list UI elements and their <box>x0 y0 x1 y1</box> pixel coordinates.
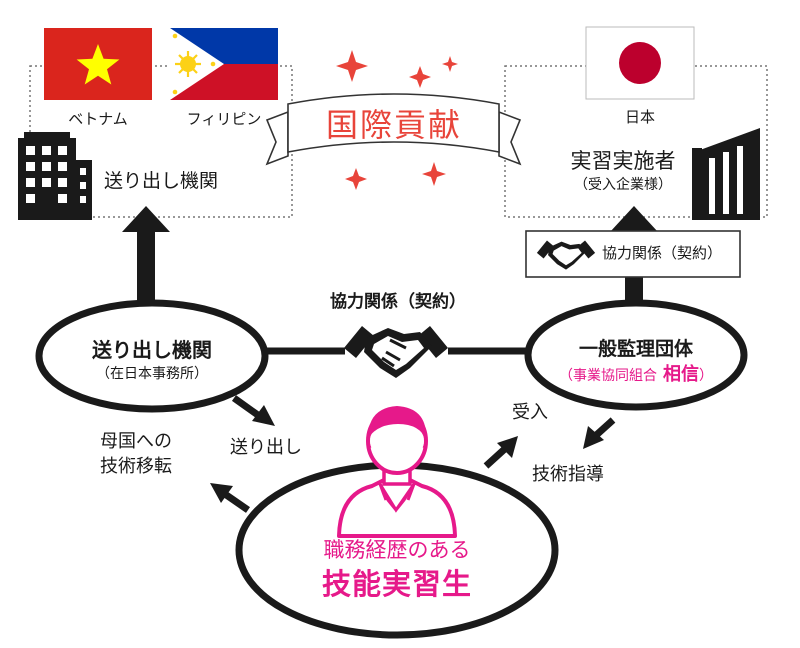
contract-middle-label: 協力関係（契約） <box>330 292 466 312</box>
host-company-subtitle: （受入企業様） <box>574 177 672 193</box>
japan-flag-icon <box>585 26 695 100</box>
trainee-person-icon <box>337 406 457 538</box>
philippines-flag-icon <box>170 28 278 100</box>
accept-label: 受入 <box>512 402 548 423</box>
banner-ribbon <box>265 93 522 166</box>
supervising-org-ellipse <box>524 299 748 411</box>
contract-box-right <box>525 230 741 278</box>
vietnam-flag-icon <box>44 28 152 100</box>
banner-title: 国際貢献 <box>325 106 462 144</box>
sending-agency-title: 送り出し機関 <box>92 338 212 362</box>
sending-agency-top-label: 送り出し機関 <box>104 170 219 192</box>
supervising-org-type: （事業協同組合 <box>559 368 657 384</box>
japan-label: 日本 <box>624 108 655 126</box>
arrow-home-head <box>210 483 233 503</box>
sending-agency-subtitle: （在日本事務所） <box>96 366 208 382</box>
host-company-title: 実習実施者 <box>570 149 676 173</box>
handshake-icon <box>344 326 448 378</box>
arrow-send-out-head <box>252 405 275 426</box>
small-handshake-icon <box>536 240 596 270</box>
contract-right-label: 協力関係（契約） <box>602 244 723 262</box>
arrow-guidance-head <box>583 426 604 449</box>
home-transfer-line2: 技術移転 <box>100 456 172 477</box>
company-building-icon <box>692 128 760 220</box>
vietnam-label: ベトナム <box>68 110 128 128</box>
home-transfer-line1: 母国への <box>100 431 172 452</box>
sending-agency-ellipse <box>35 299 269 413</box>
send-out-label: 送り出し <box>230 437 302 458</box>
supervising-org-name: 相信 <box>663 364 699 385</box>
sparkle-icons <box>336 50 458 190</box>
supervising-org-subtitle: （事業協同組合相信） <box>536 366 736 384</box>
trainee-line2: 技能実習生 <box>321 567 472 601</box>
guidance-label: 技術指導 <box>532 464 604 485</box>
trainee-line1: 職務経歴のある <box>323 538 471 562</box>
arrow-accept-head <box>497 436 518 458</box>
supervising-org-title: 一般監理団体 <box>578 338 693 360</box>
philippines-label: フィリピン <box>186 110 262 128</box>
office-building-icon <box>18 132 92 220</box>
supervising-org-close: ） <box>699 368 713 384</box>
